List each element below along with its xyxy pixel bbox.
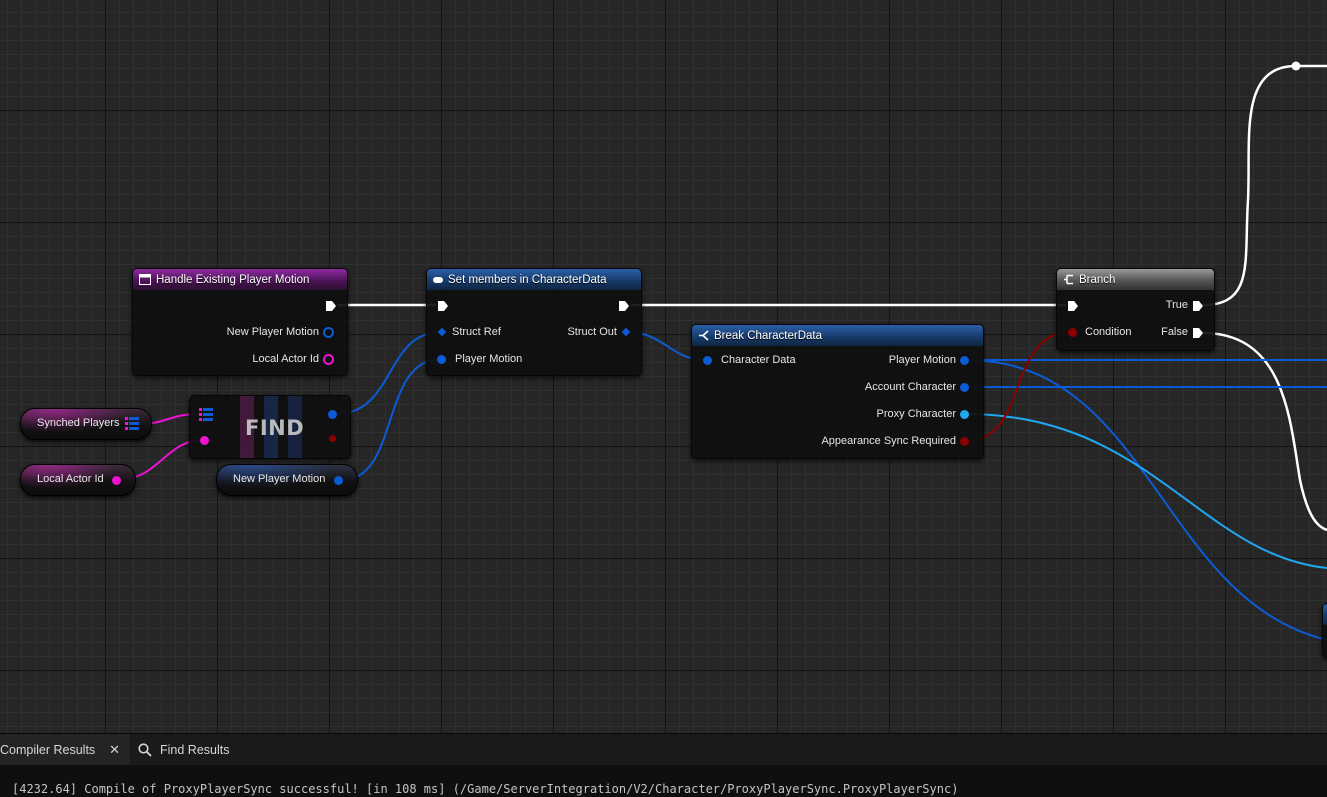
player-motion-in-pin[interactable] <box>437 355 446 364</box>
int-out-pin[interactable] <box>323 354 334 365</box>
node-find[interactable]: FIND <box>189 395 351 459</box>
exec-true-pin[interactable] <box>1192 300 1204 312</box>
bool-wire-appearance-sync <box>965 331 1073 442</box>
find-stripes <box>288 396 302 458</box>
function-icon <box>139 274 151 285</box>
tab-label: Find Results <box>160 743 230 757</box>
node-header: Set members in CharacterData <box>427 269 641 290</box>
bottom-panel-tabs: Compiler Results ✕ Find Results <box>0 733 1327 766</box>
int-out-pin[interactable] <box>112 476 121 485</box>
exec-in-pin[interactable] <box>1067 300 1079 312</box>
condition-in-pin[interactable] <box>1068 328 1077 337</box>
struct-icon <box>433 276 443 283</box>
node-title: Break CharacterData <box>714 329 823 342</box>
variable-synched-players[interactable]: Synched Players <box>20 408 152 440</box>
struct-out-pin[interactable] <box>334 476 343 485</box>
exec-false-pin[interactable] <box>1192 327 1204 339</box>
struct-out-pin[interactable] <box>621 327 631 337</box>
exec-in-pin[interactable] <box>437 300 449 312</box>
proxy-character-out-pin[interactable] <box>960 410 969 419</box>
pin-label-player-motion: Player Motion <box>455 353 523 365</box>
pin-label-new-player-motion: New Player Motion <box>226 326 319 338</box>
tab-compiler-results[interactable]: Compiler Results ✕ <box>0 734 130 766</box>
struct-wire-find-to-structref <box>335 331 442 415</box>
close-icon[interactable]: ✕ <box>109 742 121 757</box>
exec-wire-false <box>1202 331 1327 532</box>
wires <box>115 61 1327 641</box>
compiler-log: [4232.64] Compile of ProxyPlayerSync suc… <box>0 765 1327 797</box>
node-header: Break CharacterData <box>692 325 983 346</box>
pin-label-struct-ref: Struct Ref <box>452 326 501 338</box>
break-struct-icon <box>699 330 709 341</box>
struct-ref-pin[interactable] <box>437 327 447 337</box>
array-out-pin[interactable] <box>125 417 140 431</box>
pin-label-false: False <box>1161 326 1188 338</box>
bool-out-pin[interactable] <box>329 435 336 442</box>
pin-label-condition: Condition <box>1085 326 1132 338</box>
variable-label: New Player Motion <box>233 473 326 485</box>
struct-wire-break-playermotion-down <box>965 359 1327 641</box>
find-stripes <box>264 396 278 458</box>
array-in-pin[interactable] <box>199 408 214 422</box>
exec-out-pin[interactable] <box>325 300 337 312</box>
blueprint-graph[interactable]: Handle Existing Player Motion New Player… <box>0 0 1327 733</box>
node-break-characterdata[interactable]: Break CharacterData Character Data Playe… <box>691 324 984 459</box>
int-in-pin[interactable] <box>200 436 209 445</box>
pin-label-player-motion: Player Motion <box>888 354 956 366</box>
exec-out-pin[interactable] <box>618 300 630 312</box>
log-line: [4232.64] Compile of ProxyPlayerSync suc… <box>12 782 959 796</box>
node-set-members-in-characterdata[interactable]: Set members in CharacterData Struct Ref … <box>426 268 642 376</box>
node-offscreen-partial[interactable] <box>1322 603 1327 658</box>
find-stripes <box>240 396 254 458</box>
character-data-in-pin[interactable] <box>703 356 712 365</box>
variable-new-player-motion[interactable]: New Player Motion <box>216 464 358 496</box>
node-title: Branch <box>1079 273 1116 286</box>
pin-label-character-data: Character Data <box>721 354 796 366</box>
find-node-title: FIND <box>245 416 305 440</box>
appearance-sync-out-pin[interactable] <box>960 437 969 446</box>
struct-out-pin[interactable] <box>328 410 337 419</box>
variable-label: Synched Players <box>37 417 120 429</box>
node-title: Set members in CharacterData <box>448 273 607 286</box>
tab-label: Compiler Results <box>0 743 96 757</box>
node-title: Handle Existing Player Motion <box>156 273 310 286</box>
exec-wire-true <box>1202 64 1327 307</box>
account-character-out-pin[interactable] <box>960 383 969 392</box>
struct-out-pin[interactable] <box>323 327 334 338</box>
pin-label-account-character: Account Character <box>864 381 956 393</box>
object-wire-proxy-character <box>965 413 1327 569</box>
node-header: Branch <box>1057 269 1214 290</box>
player-motion-out-pin[interactable] <box>960 356 969 365</box>
pin-label-struct-out: Struct Out <box>567 326 617 338</box>
variable-label: Local Actor Id <box>37 473 104 485</box>
tab-find-results[interactable]: Find Results <box>138 734 229 766</box>
pin-label-true: True <box>1165 299 1188 311</box>
node-header <box>1323 604 1327 625</box>
pin-label-proxy-character: Proxy Character <box>876 408 956 420</box>
struct-wire-motion-to-playermotion <box>341 358 442 481</box>
search-icon <box>138 743 152 757</box>
node-handle-existing-player-motion[interactable]: Handle Existing Player Motion New Player… <box>132 268 348 376</box>
branch-icon <box>1064 274 1073 285</box>
pin-label-appearance-sync-required: Appearance Sync Required <box>821 435 956 447</box>
node-header: Handle Existing Player Motion <box>133 269 347 290</box>
wire-reroute-knot <box>1291 61 1301 71</box>
pin-label-local-actor-id: Local Actor Id <box>252 353 319 365</box>
variable-local-actor-id[interactable]: Local Actor Id <box>20 464 136 496</box>
node-branch[interactable]: Branch True Condition False <box>1056 268 1215 351</box>
